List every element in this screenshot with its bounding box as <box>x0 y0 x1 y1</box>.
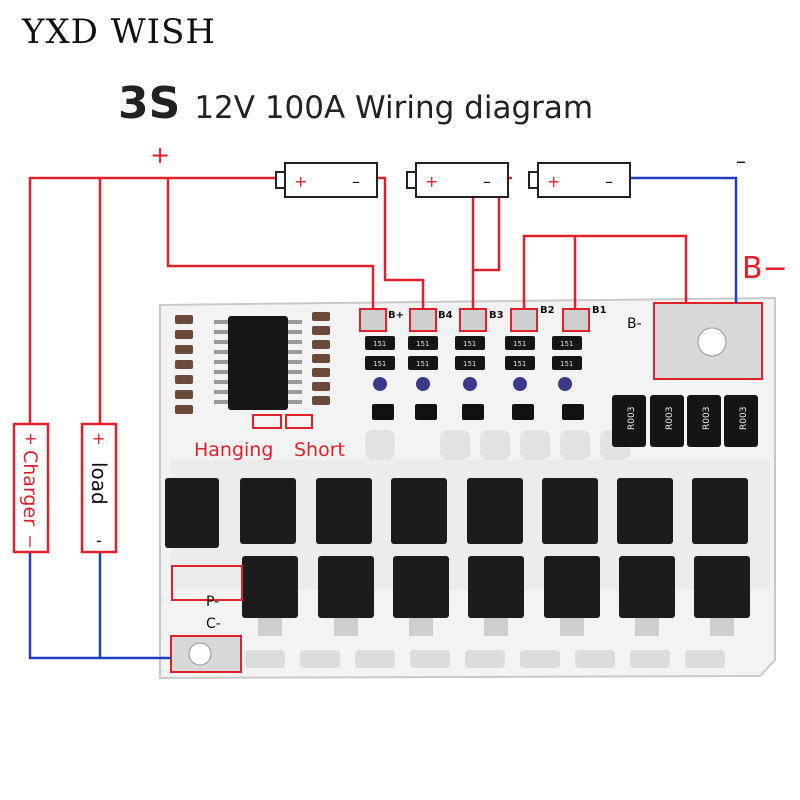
pad-label-b2: B2 <box>540 305 555 316</box>
balance-pads <box>359 308 590 332</box>
bottom-pad-row <box>245 650 725 668</box>
pack-negative-label: – <box>736 149 746 173</box>
b-minus-pad <box>653 302 763 380</box>
load-box: + load - <box>80 422 118 554</box>
title-description: 12V 100A Wiring diagram <box>194 90 594 126</box>
smd-label: 151 <box>416 340 429 348</box>
resistor-label: R003 <box>665 407 675 430</box>
smd-label: 151 <box>560 340 573 348</box>
short-pad-box <box>285 414 313 429</box>
smd-label: 151 <box>463 340 476 348</box>
smd-column-right <box>312 312 330 405</box>
smd-label: 151 <box>463 360 476 368</box>
charger-minus: l <box>28 535 32 551</box>
p-minus-label: P- <box>206 594 219 610</box>
pack-positive-label: + <box>150 141 170 169</box>
resistor-label: R003 <box>627 407 637 430</box>
negative-wires <box>28 176 738 660</box>
mosfet-row-bottom <box>242 556 750 636</box>
battery-cell: + – <box>528 162 631 198</box>
shunt-resistors: R003 R003 R003 R003 <box>612 395 758 447</box>
pad-label-b3: B3 <box>489 310 504 321</box>
charger-plus: + <box>24 429 37 448</box>
pad-label-b4: B4 <box>438 310 453 321</box>
load-plus: + <box>92 429 105 448</box>
title-cell-count: 3S <box>118 78 181 129</box>
pc-minus-pad <box>170 635 242 673</box>
transistor-row <box>372 404 584 420</box>
smd-resistor-array: 151 151 151 151 151 151 151 151 151 151 <box>365 336 582 370</box>
battery-cell: + – <box>275 162 378 198</box>
battery-minus: – <box>352 172 360 191</box>
battery-plus: + <box>425 172 438 191</box>
hanging-pad-box <box>252 414 282 429</box>
load-label: load <box>87 462 111 505</box>
resistor-label: R003 <box>739 407 749 430</box>
mosfet-row-top <box>165 478 748 548</box>
p-minus-pad-box <box>171 565 243 601</box>
smd-label: 151 <box>513 360 526 368</box>
led-row <box>373 377 572 391</box>
resistor-label: R003 <box>702 407 712 430</box>
hanging-label: Hanging <box>194 439 273 461</box>
smd-label: 151 <box>560 360 573 368</box>
charger-box: + Charger l <box>12 422 50 554</box>
page-title: 3S 12V 100A Wiring diagram <box>118 78 593 129</box>
board-b-minus-label: B- <box>627 316 642 332</box>
battery-plus: + <box>547 172 560 191</box>
smd-label: 151 <box>373 360 386 368</box>
load-minus: - <box>96 531 102 550</box>
pad-label-b1: B1 <box>592 305 607 316</box>
charger-label: Charger <box>19 450 41 526</box>
battery-cell: + – <box>406 162 509 198</box>
b-minus-callout: B− <box>742 251 788 286</box>
smd-label: 151 <box>416 360 429 368</box>
ic-chip <box>214 316 302 410</box>
brand-label: YXD WISH <box>22 12 217 52</box>
smd-label: 151 <box>513 340 526 348</box>
smd-label: 151 <box>373 340 386 348</box>
c-minus-label: C- <box>206 616 221 632</box>
positive-wires <box>28 176 688 424</box>
battery-plus: + <box>294 172 307 191</box>
smd-column-left <box>175 315 193 414</box>
battery-minus: – <box>483 172 491 191</box>
short-label: Short <box>294 439 345 461</box>
battery-minus: – <box>605 172 613 191</box>
pad-label-b-plus: B+ <box>388 310 404 321</box>
